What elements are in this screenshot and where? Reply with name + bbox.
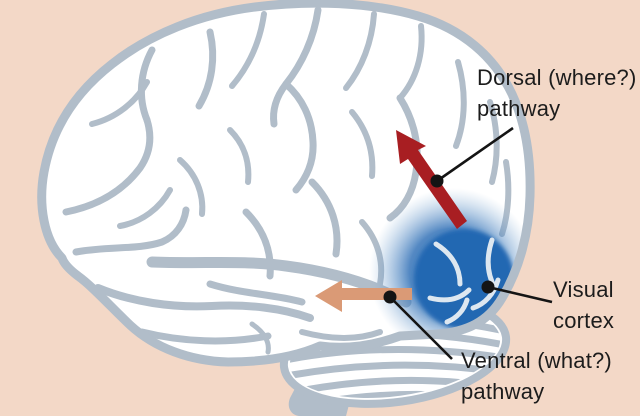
cerebrum-sulci [62,6,512,355]
visual-cortex-label: Visual cortex [553,274,614,336]
ventral-leader-line [389,296,453,360]
ventral-pathway-label: Ventral (what?) pathway [461,345,612,407]
visual-leader-dot [481,280,495,294]
ventral-pathway-arrow [315,280,412,312]
dorsal-pathway-label: Dorsal (where?) pathway [477,62,637,124]
cerebrum-outline [37,0,535,367]
visual-cortex-label-line1: Visual [553,277,614,302]
ventral-pathway-label-line2: pathway [461,379,545,404]
dorsal-pathway-label-line1: Dorsal (where?) [477,65,637,90]
visual-cortex-gyri [427,237,501,325]
visual-leader-line [487,285,553,304]
ventral-pathway-label-line1: Ventral (what?) [461,348,612,373]
dorsal-leader-line [436,126,514,183]
visual-cortex-label-line2: cortex [553,308,615,333]
ventral-leader-dot [383,290,397,304]
leader-dots [383,174,495,304]
dorsal-leader-dot [430,174,444,188]
leader-lines [389,126,553,360]
dorsal-pathway-label-line2: pathway [477,96,561,121]
